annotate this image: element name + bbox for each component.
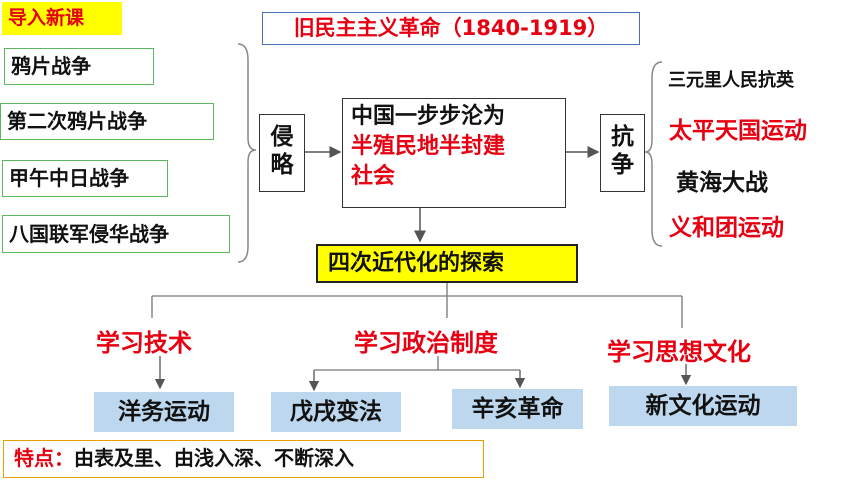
feature-label: 特点： xyxy=(14,446,74,470)
resist-char: 抗 xyxy=(611,124,634,150)
resistance-item: 黄海大战 xyxy=(676,170,768,196)
center-box: 中国一步步沦为 半殖民地半封建 社会 xyxy=(342,98,566,208)
event-box: 辛亥革命 xyxy=(452,389,583,429)
resist-char: 争 xyxy=(611,152,634,178)
category-culture: 学习思想文化 xyxy=(607,338,751,366)
event-box: 新文化运动 xyxy=(609,386,797,426)
war-item: 八国联军侵华战争 xyxy=(2,215,230,253)
page-title: 旧民主主义革命（1840-1919） xyxy=(262,12,640,45)
war-item: 鸦片战争 xyxy=(4,48,154,85)
event-box: 洋务运动 xyxy=(94,392,234,432)
category-political-system: 学习政治制度 xyxy=(354,329,498,357)
event-box: 戊戌变法 xyxy=(271,392,401,432)
center-line-red: 社会 xyxy=(351,164,396,189)
explore-box: 四次近代化的探索 xyxy=(316,244,578,283)
resistance-box: 抗 争 xyxy=(600,114,645,192)
center-line-red: 半殖民地半封建 xyxy=(351,134,506,159)
feature-text: 由表及里、由浅入深、不断深入 xyxy=(74,446,354,470)
resistance-item: 义和团运动 xyxy=(669,215,784,241)
war-item: 甲午中日战争 xyxy=(2,160,168,197)
invasion-box: 侵 略 xyxy=(259,114,305,192)
center-line: 中国一步步沦为 xyxy=(351,104,506,129)
invasion-char: 侵 xyxy=(270,124,294,150)
invasion-char: 略 xyxy=(270,152,294,178)
category-technology: 学习技术 xyxy=(96,329,192,357)
section-tag: 导入新课 xyxy=(2,2,122,35)
resistance-item: 太平天国运动 xyxy=(669,118,807,144)
feature-box: 特点：由表及里、由浅入深、不断深入 xyxy=(3,440,484,478)
resistance-item: 三元里人民抗英 xyxy=(668,70,794,91)
war-item: 第二次鸦片战争 xyxy=(0,103,214,140)
